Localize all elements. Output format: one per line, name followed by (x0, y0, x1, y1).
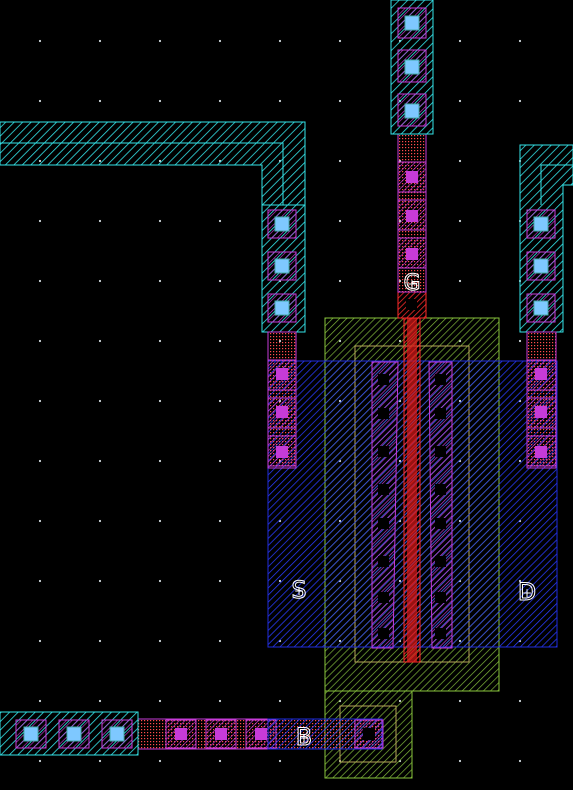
gate-top-contacts (397, 7, 427, 127)
bulk-vias (165, 719, 277, 749)
source-label-text: S (291, 576, 306, 604)
poly-gate-core (407, 318, 417, 662)
gate-label-text: G (403, 271, 420, 296)
gate-vias (397, 161, 427, 269)
gate-label-cross: + (407, 277, 417, 291)
right-route-inner (540, 164, 573, 205)
source-vias (267, 359, 297, 467)
left-route-inner (0, 142, 284, 205)
drain-label-cross: + (522, 586, 532, 600)
bulk-contact (363, 728, 375, 740)
diffusion-contacts (378, 374, 446, 639)
source-finger[interactable] (371, 361, 399, 649)
pin-label-gate[interactable]: G + (403, 271, 421, 297)
pin-label-drain[interactable]: D + (517, 578, 536, 607)
pin-label-source[interactable]: S + (291, 576, 307, 605)
pin-label-bulk[interactable]: B + (295, 723, 312, 752)
drain-label-text: D (518, 578, 536, 606)
drain-strap-contacts (526, 209, 556, 323)
source-label-cross: + (294, 584, 304, 598)
poly-contact (406, 299, 417, 310)
drain-vias (526, 359, 557, 467)
bulk-label-cross: + (299, 731, 309, 745)
bulk-label-text: B (296, 723, 312, 751)
bulk-contact-pad (354, 719, 384, 749)
bulk-left-contacts (15, 719, 133, 749)
source-strap-contacts (267, 209, 297, 323)
drain-finger[interactable] (428, 361, 453, 649)
